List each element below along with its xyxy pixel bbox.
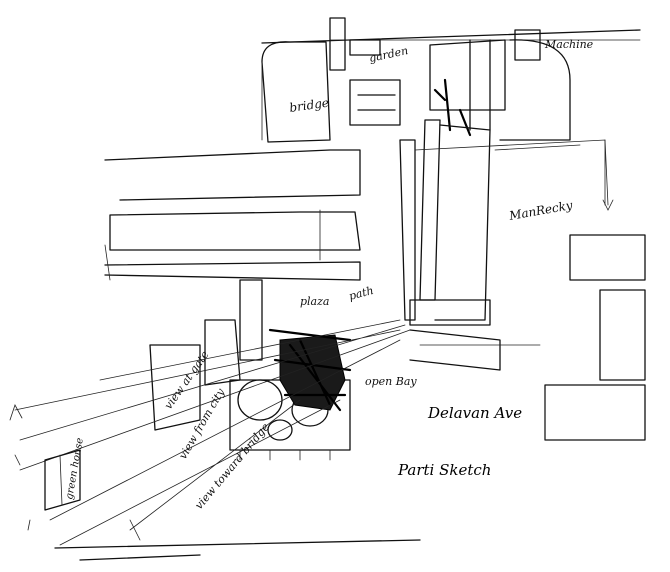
label-path: path <box>347 284 375 303</box>
label-view-toward: view toward bridge <box>192 420 272 512</box>
label-view-gate: view at gate <box>162 348 212 412</box>
label-plaza: plaza <box>300 295 329 308</box>
central-spine-block <box>399 139 416 321</box>
label-machine: Machine <box>544 38 594 51</box>
label-garden: garden <box>368 44 409 65</box>
label-bridge: bridge <box>288 96 329 115</box>
label-manifesto: ManRecky <box>507 198 574 223</box>
upper-block-left <box>329 17 381 71</box>
green-house-block <box>44 449 81 511</box>
view-lines <box>14 319 411 546</box>
right-building-block <box>569 234 646 281</box>
garden-plaza-cluster <box>204 319 241 386</box>
label-title: Parti Sketch <box>397 461 491 479</box>
label-street: Delavan Ave <box>427 404 522 422</box>
label-open-bay: open Bay <box>365 375 417 388</box>
top-left-building-outline <box>261 41 331 143</box>
left-horizontal-layers <box>104 149 361 201</box>
label-green-house: green house <box>64 437 86 501</box>
